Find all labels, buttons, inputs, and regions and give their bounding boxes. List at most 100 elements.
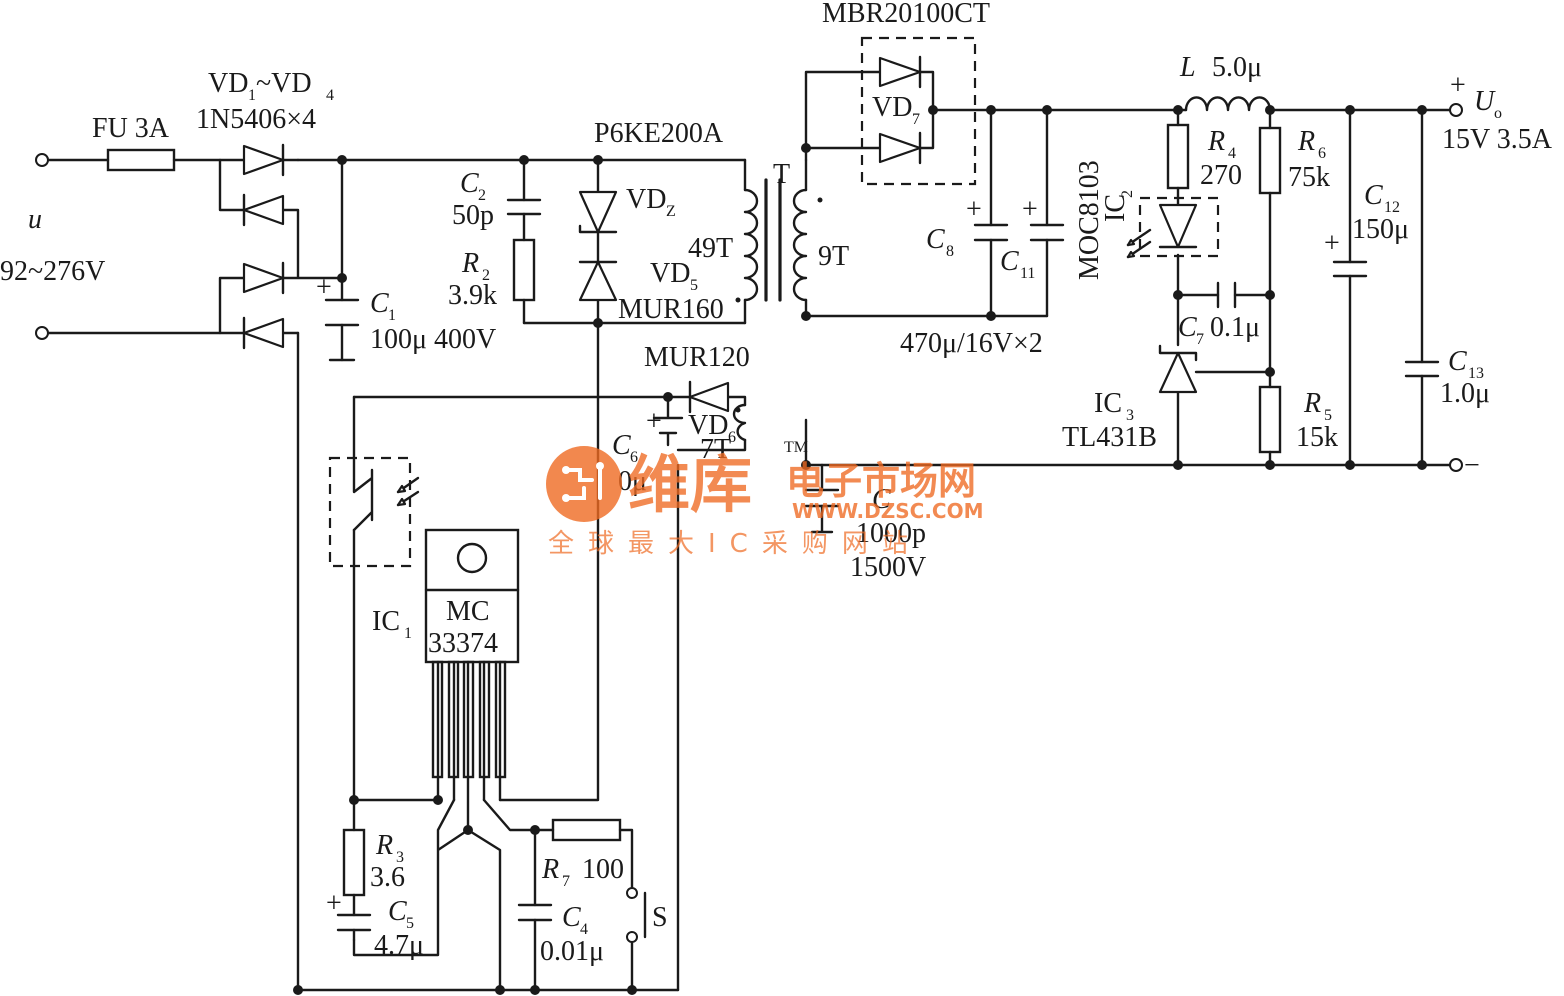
r5-sub: 5 (1324, 407, 1332, 424)
r3-sub: 3 (396, 849, 404, 866)
c12-plus: + (1324, 228, 1340, 259)
watermark-logo-icon (546, 446, 622, 522)
out-value: 15V 3.5A (1442, 124, 1553, 155)
r6-sub: 6 (1318, 145, 1326, 162)
c7-value: 0.1μ (1210, 312, 1260, 343)
zener-vdz (578, 190, 618, 264)
diode-vd6 (688, 380, 730, 414)
r7-sub: 7 (562, 873, 570, 890)
r2-sub: 2 (482, 267, 490, 284)
regulator-ic3 (1158, 344, 1198, 394)
c1-plus: + (316, 272, 332, 303)
inductor-l (1184, 96, 1272, 112)
c11-name: C (1000, 246, 1019, 277)
cy-value: 1000p (856, 518, 926, 549)
junction-dots (293, 105, 1427, 995)
c7-sub: 7 (1196, 331, 1204, 348)
ic1-part-line1: MC (446, 596, 490, 627)
c5-name: C (388, 896, 407, 927)
secondary-turns: 9T (818, 241, 849, 272)
ic2-name: IC (1100, 194, 1131, 222)
resistor-r2 (512, 238, 536, 302)
opto-led-ic2 (1126, 196, 1220, 259)
input-voltage: 92~276V (0, 256, 105, 287)
capacitor-c5 (336, 913, 372, 932)
vdz-sub: Z (666, 203, 676, 220)
c8-plus: + (966, 194, 982, 225)
bridge-tilde: ~VD (256, 68, 312, 99)
ic1-mc33374-package (424, 528, 520, 779)
resistor-r5 (1258, 385, 1282, 454)
c8-sub: 8 (946, 243, 954, 260)
primary-turns: 49T (688, 233, 733, 264)
out-minus: − (1464, 450, 1480, 481)
c2-name: C (460, 168, 479, 199)
ic3-sub: 3 (1126, 407, 1134, 424)
capacitor-c12 (1332, 260, 1368, 278)
c5-plus: + (326, 888, 342, 919)
capacitor-cy (804, 488, 840, 508)
fuse-fu (106, 148, 176, 172)
bridge-part: 1N5406×4 (196, 104, 316, 135)
capacitor-c11 (1029, 223, 1065, 242)
bridge-sub1: 1 (248, 87, 256, 104)
r3-value: 3.6 (370, 862, 405, 893)
c13-value: 1.0μ (1440, 378, 1490, 409)
vd5-part: MUR160 (618, 294, 724, 325)
c7-name: C (1178, 312, 1197, 343)
opto-transistor-ic2 (328, 456, 420, 568)
c13-name: C (1448, 346, 1467, 377)
r7-value: 100 (582, 854, 624, 885)
capacitor-c7 (1216, 281, 1237, 309)
input-u-label: u (28, 204, 42, 235)
c11-sub: 11 (1020, 265, 1035, 282)
c6-sub: 6 (630, 449, 638, 466)
r6-value: 75k (1288, 162, 1330, 193)
c1-value: 100μ 400V (370, 324, 496, 355)
r2-name: R (461, 248, 479, 279)
vd7-name: VD (872, 92, 912, 123)
c12-sub: 12 (1384, 199, 1400, 216)
vd6-sub: 6 (728, 429, 736, 446)
out-name: U (1474, 86, 1496, 117)
ic1-name: IC (372, 606, 400, 637)
c8-c11-value: 470μ/16V×2 (900, 328, 1043, 359)
vdz-name: VD (626, 184, 666, 215)
labels: FU 3A VD 1 ~VD 4 1N5406×4 u 92~276V + C … (0, 0, 1553, 967)
resistor-r4 (1166, 123, 1190, 190)
c4-value: 0.01μ (540, 936, 604, 967)
c6-name: C (612, 430, 631, 461)
l-name: L (1179, 52, 1196, 83)
switch-label: S (652, 902, 668, 933)
bridge-rectifier (242, 143, 285, 350)
r5-value: 15k (1296, 422, 1338, 453)
c12-name: C (1364, 180, 1383, 211)
vd5-sub: 5 (690, 277, 698, 294)
transformer-label: T (773, 159, 790, 190)
cy-name: C (872, 484, 891, 515)
capacitor-c8 (973, 223, 1009, 242)
r3-name: R (375, 830, 393, 861)
vd5-name: VD (650, 258, 690, 289)
transformer-t (732, 188, 823, 442)
c2-value: 50p (452, 200, 494, 231)
c13-sub: 13 (1468, 365, 1484, 382)
c4-sub: 4 (580, 921, 588, 938)
watermark-brand: 维库 (628, 448, 752, 521)
c6-value: 0μ (618, 466, 647, 497)
vd6-part: MUR120 (644, 342, 750, 373)
terminals (35, 103, 1463, 472)
r4-name: R (1207, 126, 1225, 157)
out-plus: + (1450, 70, 1466, 101)
c1-sub: 1 (388, 307, 396, 324)
fuse-label: FU 3A (92, 113, 170, 144)
capacitor-c1 (324, 298, 360, 327)
c1-name: C (370, 288, 389, 319)
watermark-tm: TM (784, 439, 808, 456)
vd6-name: VD (688, 410, 728, 441)
vd7-sub: 7 (912, 111, 920, 128)
bridge-name: VD (208, 68, 248, 99)
c6-plus: + (646, 406, 662, 437)
ic3-name: IC (1094, 388, 1122, 419)
